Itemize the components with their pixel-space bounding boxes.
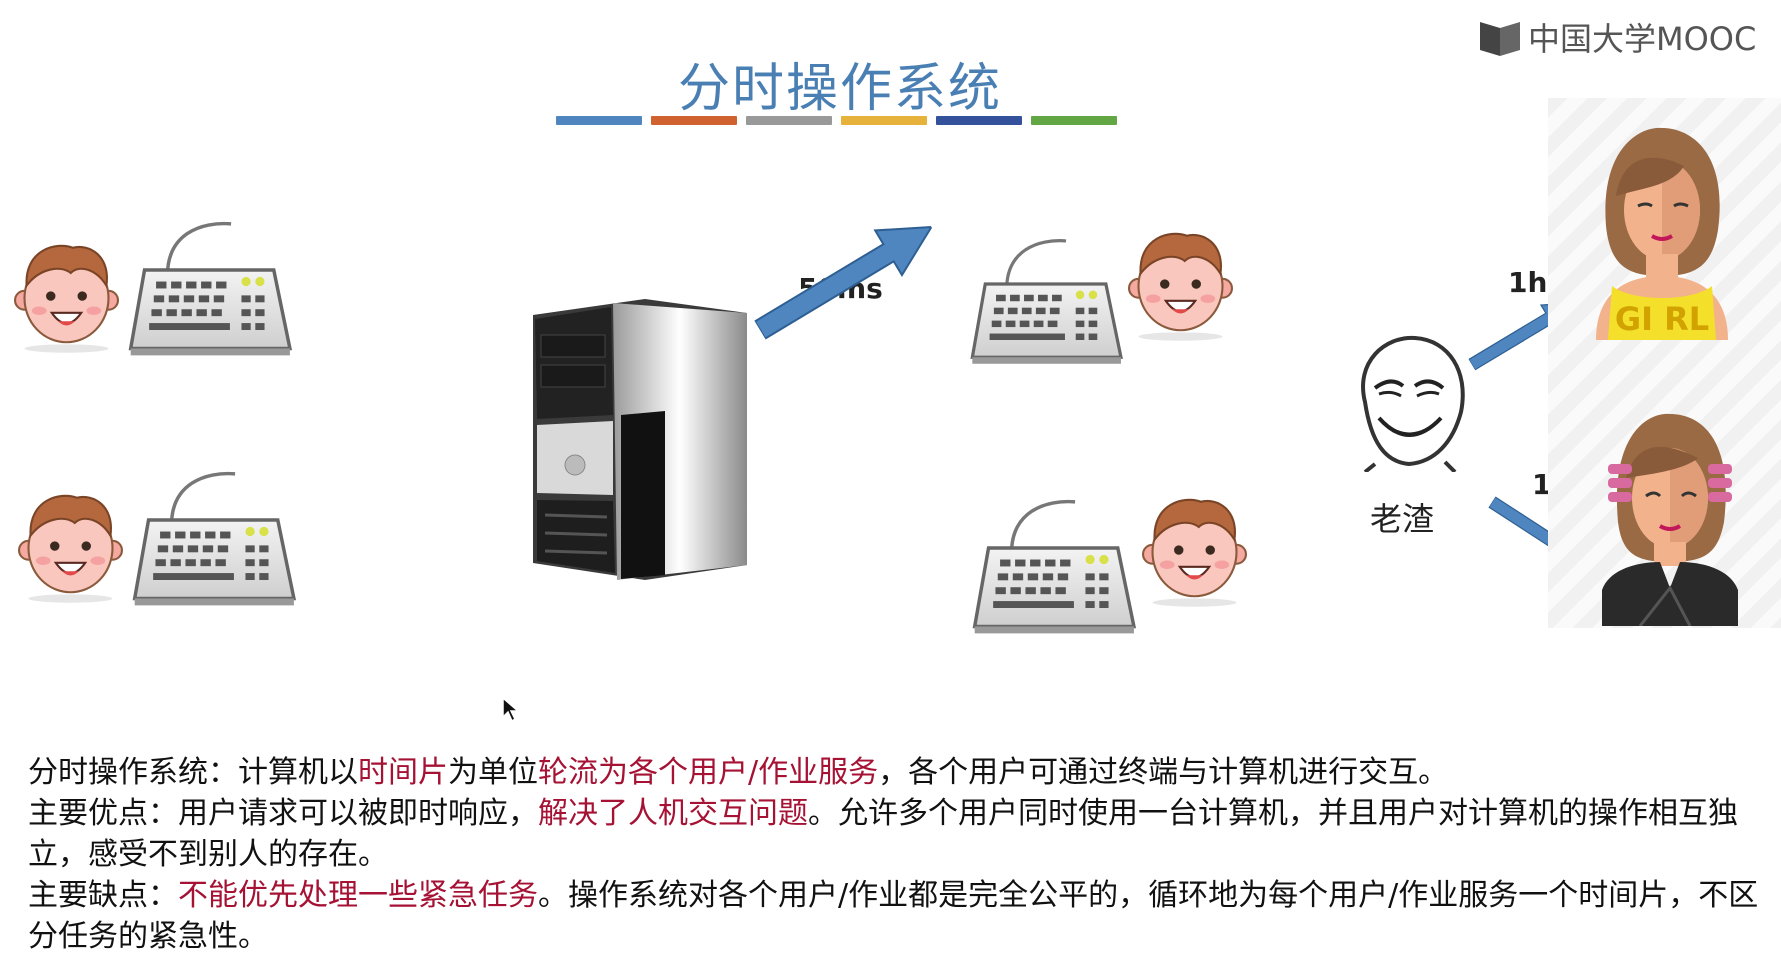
bar-orange bbox=[651, 116, 737, 125]
server-tower-icon bbox=[533, 299, 747, 580]
bar-gray bbox=[746, 116, 832, 125]
user-face-icon bbox=[1142, 484, 1247, 614]
desc-text: 。允许多个用户同时使用一台计算机，并且用户对计算机的操作相互独立，感受不到别人的… bbox=[28, 796, 1738, 872]
desc-text: 主要优点：用户请求可以被即时响应， bbox=[28, 796, 538, 831]
desc-highlight: 时间片 bbox=[358, 755, 448, 790]
girl-avatar-icon: GI RL bbox=[1596, 127, 1728, 340]
arrow-icon bbox=[745, 201, 947, 355]
desc-highlight: 轮流为各个用户/作业服务 bbox=[538, 755, 879, 790]
description-text: 分时操作系统：计算机以时间片为单位轮流为各个用户/作业服务，各个用户可通过终端与… bbox=[28, 752, 1768, 957]
desc-line-disadvantages: 主要缺点：不能优先处理一些紧急任务。操作系统对各个用户/作业都是完全公平的，循环… bbox=[28, 875, 1768, 957]
keyboard-icon bbox=[124, 460, 300, 610]
desc-text: 主要缺点： bbox=[28, 878, 178, 913]
bar-green bbox=[1031, 116, 1117, 125]
mooc-logo: 中国大学MOOC bbox=[1478, 14, 1756, 60]
color-bars bbox=[556, 116, 1117, 125]
girl-avatar-icon bbox=[1602, 413, 1738, 626]
arrow-label-1h-upper: 1h bbox=[1508, 266, 1548, 299]
keyboard-icon bbox=[962, 488, 1142, 638]
bar-navy bbox=[936, 116, 1022, 125]
desc-line-definition: 分时操作系统：计算机以时间片为单位轮流为各个用户/作业服务，各个用户可通过终端与… bbox=[28, 752, 1768, 793]
mooc-book-icon bbox=[1478, 16, 1522, 58]
desc-text: 。操作系统对各个用户/作业都是完全公平的，循环地为每个用户/作业服务一个时间片，… bbox=[28, 878, 1759, 954]
user-face-icon bbox=[18, 480, 123, 610]
desc-text: 分时操作系统：计算机以 bbox=[28, 755, 358, 790]
bar-blue bbox=[556, 116, 642, 125]
guy-label: 老渣 bbox=[1370, 500, 1435, 538]
keyboard-icon bbox=[962, 228, 1127, 368]
desc-line-advantages: 主要优点：用户请求可以被即时响应，解决了人机交互问题。允许多个用户同时使用一台计… bbox=[28, 793, 1768, 875]
desc-text: ，各个用户可通过终端与计算机进行交互。 bbox=[878, 755, 1449, 790]
desc-highlight: 不能优先处理一些紧急任务 bbox=[178, 878, 538, 913]
user-face-icon bbox=[1128, 218, 1233, 348]
logo-text: 中国大学MOOC bbox=[1528, 20, 1757, 58]
slide-title: 分时操作系统 bbox=[677, 59, 1002, 119]
desc-text: 为单位 bbox=[448, 755, 538, 790]
desc-highlight: 解决了人机交互问题 bbox=[538, 796, 808, 831]
meme-face-icon bbox=[1361, 335, 1465, 472]
bar-yellow bbox=[841, 116, 927, 125]
keyboard-icon bbox=[120, 210, 296, 360]
girl-shirt-text: GI RL bbox=[1615, 300, 1709, 338]
user-face-icon bbox=[14, 230, 119, 360]
mouse-cursor-icon bbox=[502, 697, 520, 723]
